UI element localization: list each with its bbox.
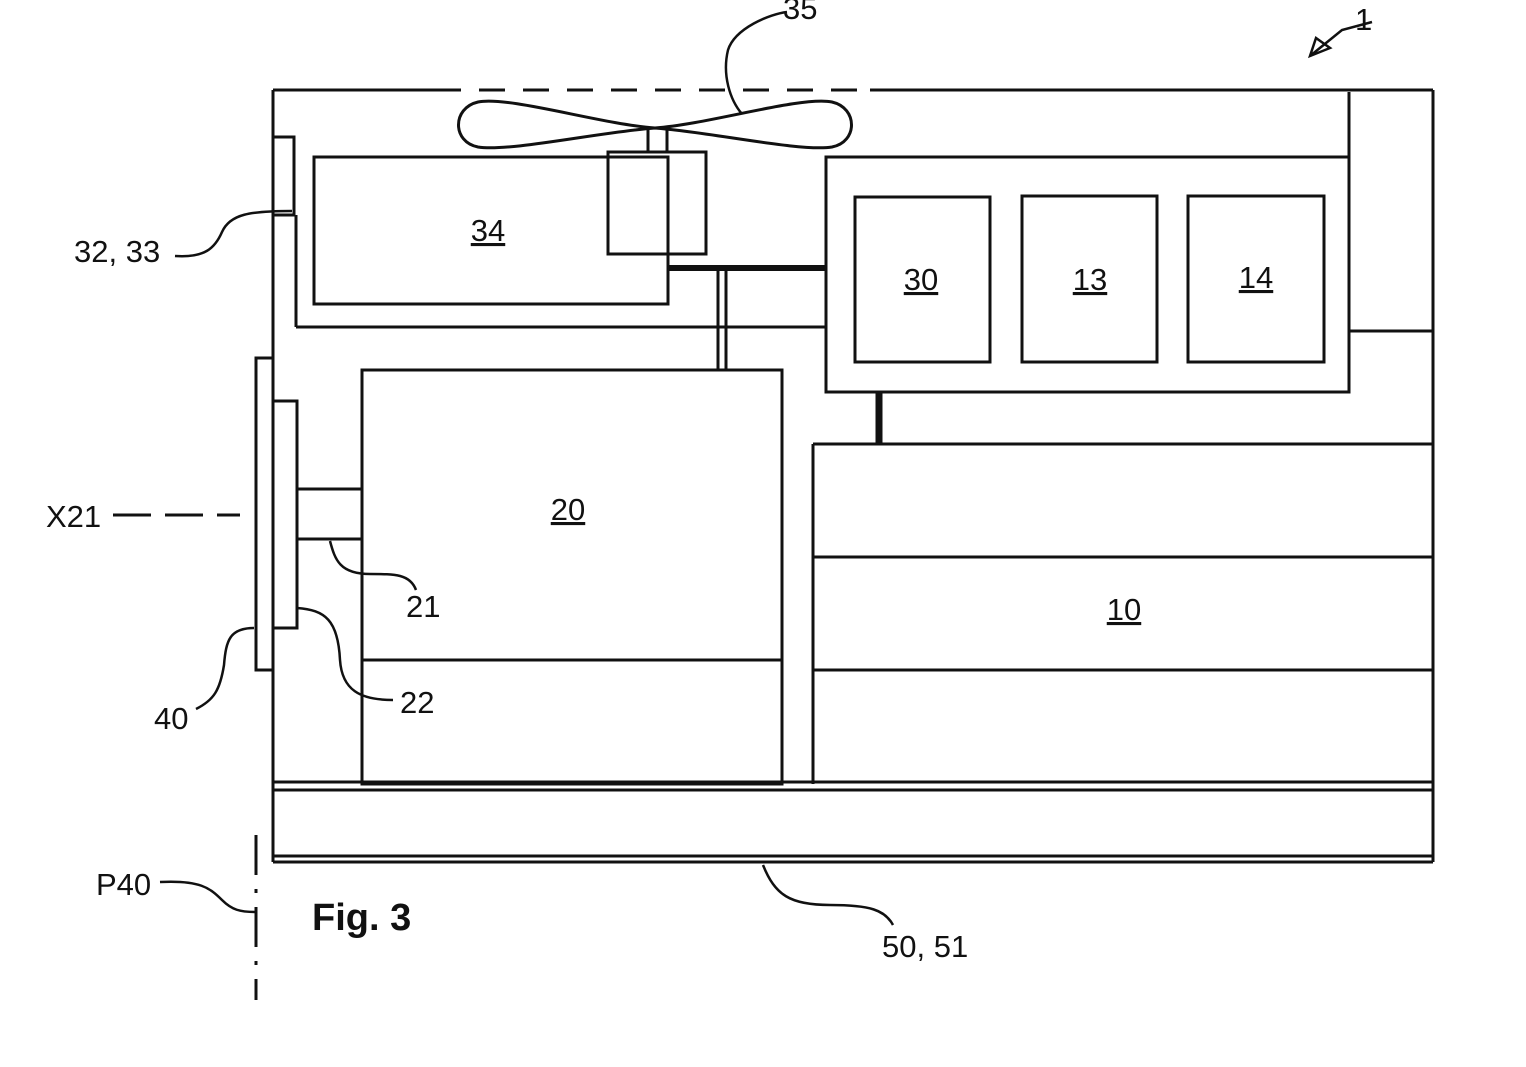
ref-label-21: 21	[406, 589, 440, 624]
component-20: 20	[362, 370, 782, 784]
component-34-label: 34	[471, 213, 505, 248]
ref-label-32-33: 32, 33	[74, 234, 160, 269]
component-30-label: 30	[904, 262, 938, 297]
base-plate	[273, 782, 1433, 862]
component-14: 14	[1188, 196, 1324, 362]
component-14-label: 14	[1239, 260, 1273, 295]
component-13: 13	[1022, 196, 1157, 362]
connection-lines	[668, 268, 879, 443]
ref-label-35: 35	[783, 0, 817, 26]
component-20-label: 20	[551, 492, 585, 527]
component-30: 30	[855, 197, 990, 362]
housing-outline	[273, 90, 1433, 862]
reference-labels: 1 35 32, 33 X21 21 22 40 P40 50, 51	[46, 0, 1372, 964]
axis-lines	[113, 515, 256, 1000]
ref-label-22: 22	[400, 685, 434, 720]
component-13-label: 13	[1073, 262, 1107, 297]
ref-label-50-51: 50, 51	[882, 929, 968, 964]
component-10-label: 10	[1107, 592, 1141, 627]
side-panel	[256, 358, 362, 670]
control-unit-housing: 30 13 14	[826, 157, 1349, 392]
ref-label-1: 1	[1355, 2, 1372, 37]
ref-label-x21: X21	[46, 499, 101, 534]
component-10: 10	[813, 444, 1433, 784]
figure-caption: Fig. 3	[312, 897, 411, 939]
fan-35	[459, 101, 852, 254]
leader-lines	[160, 12, 1372, 925]
ref-label-40: 40	[154, 701, 188, 736]
component-34: 34	[314, 157, 668, 304]
ref-label-p40: P40	[96, 867, 151, 902]
inner-frame	[273, 92, 1433, 331]
